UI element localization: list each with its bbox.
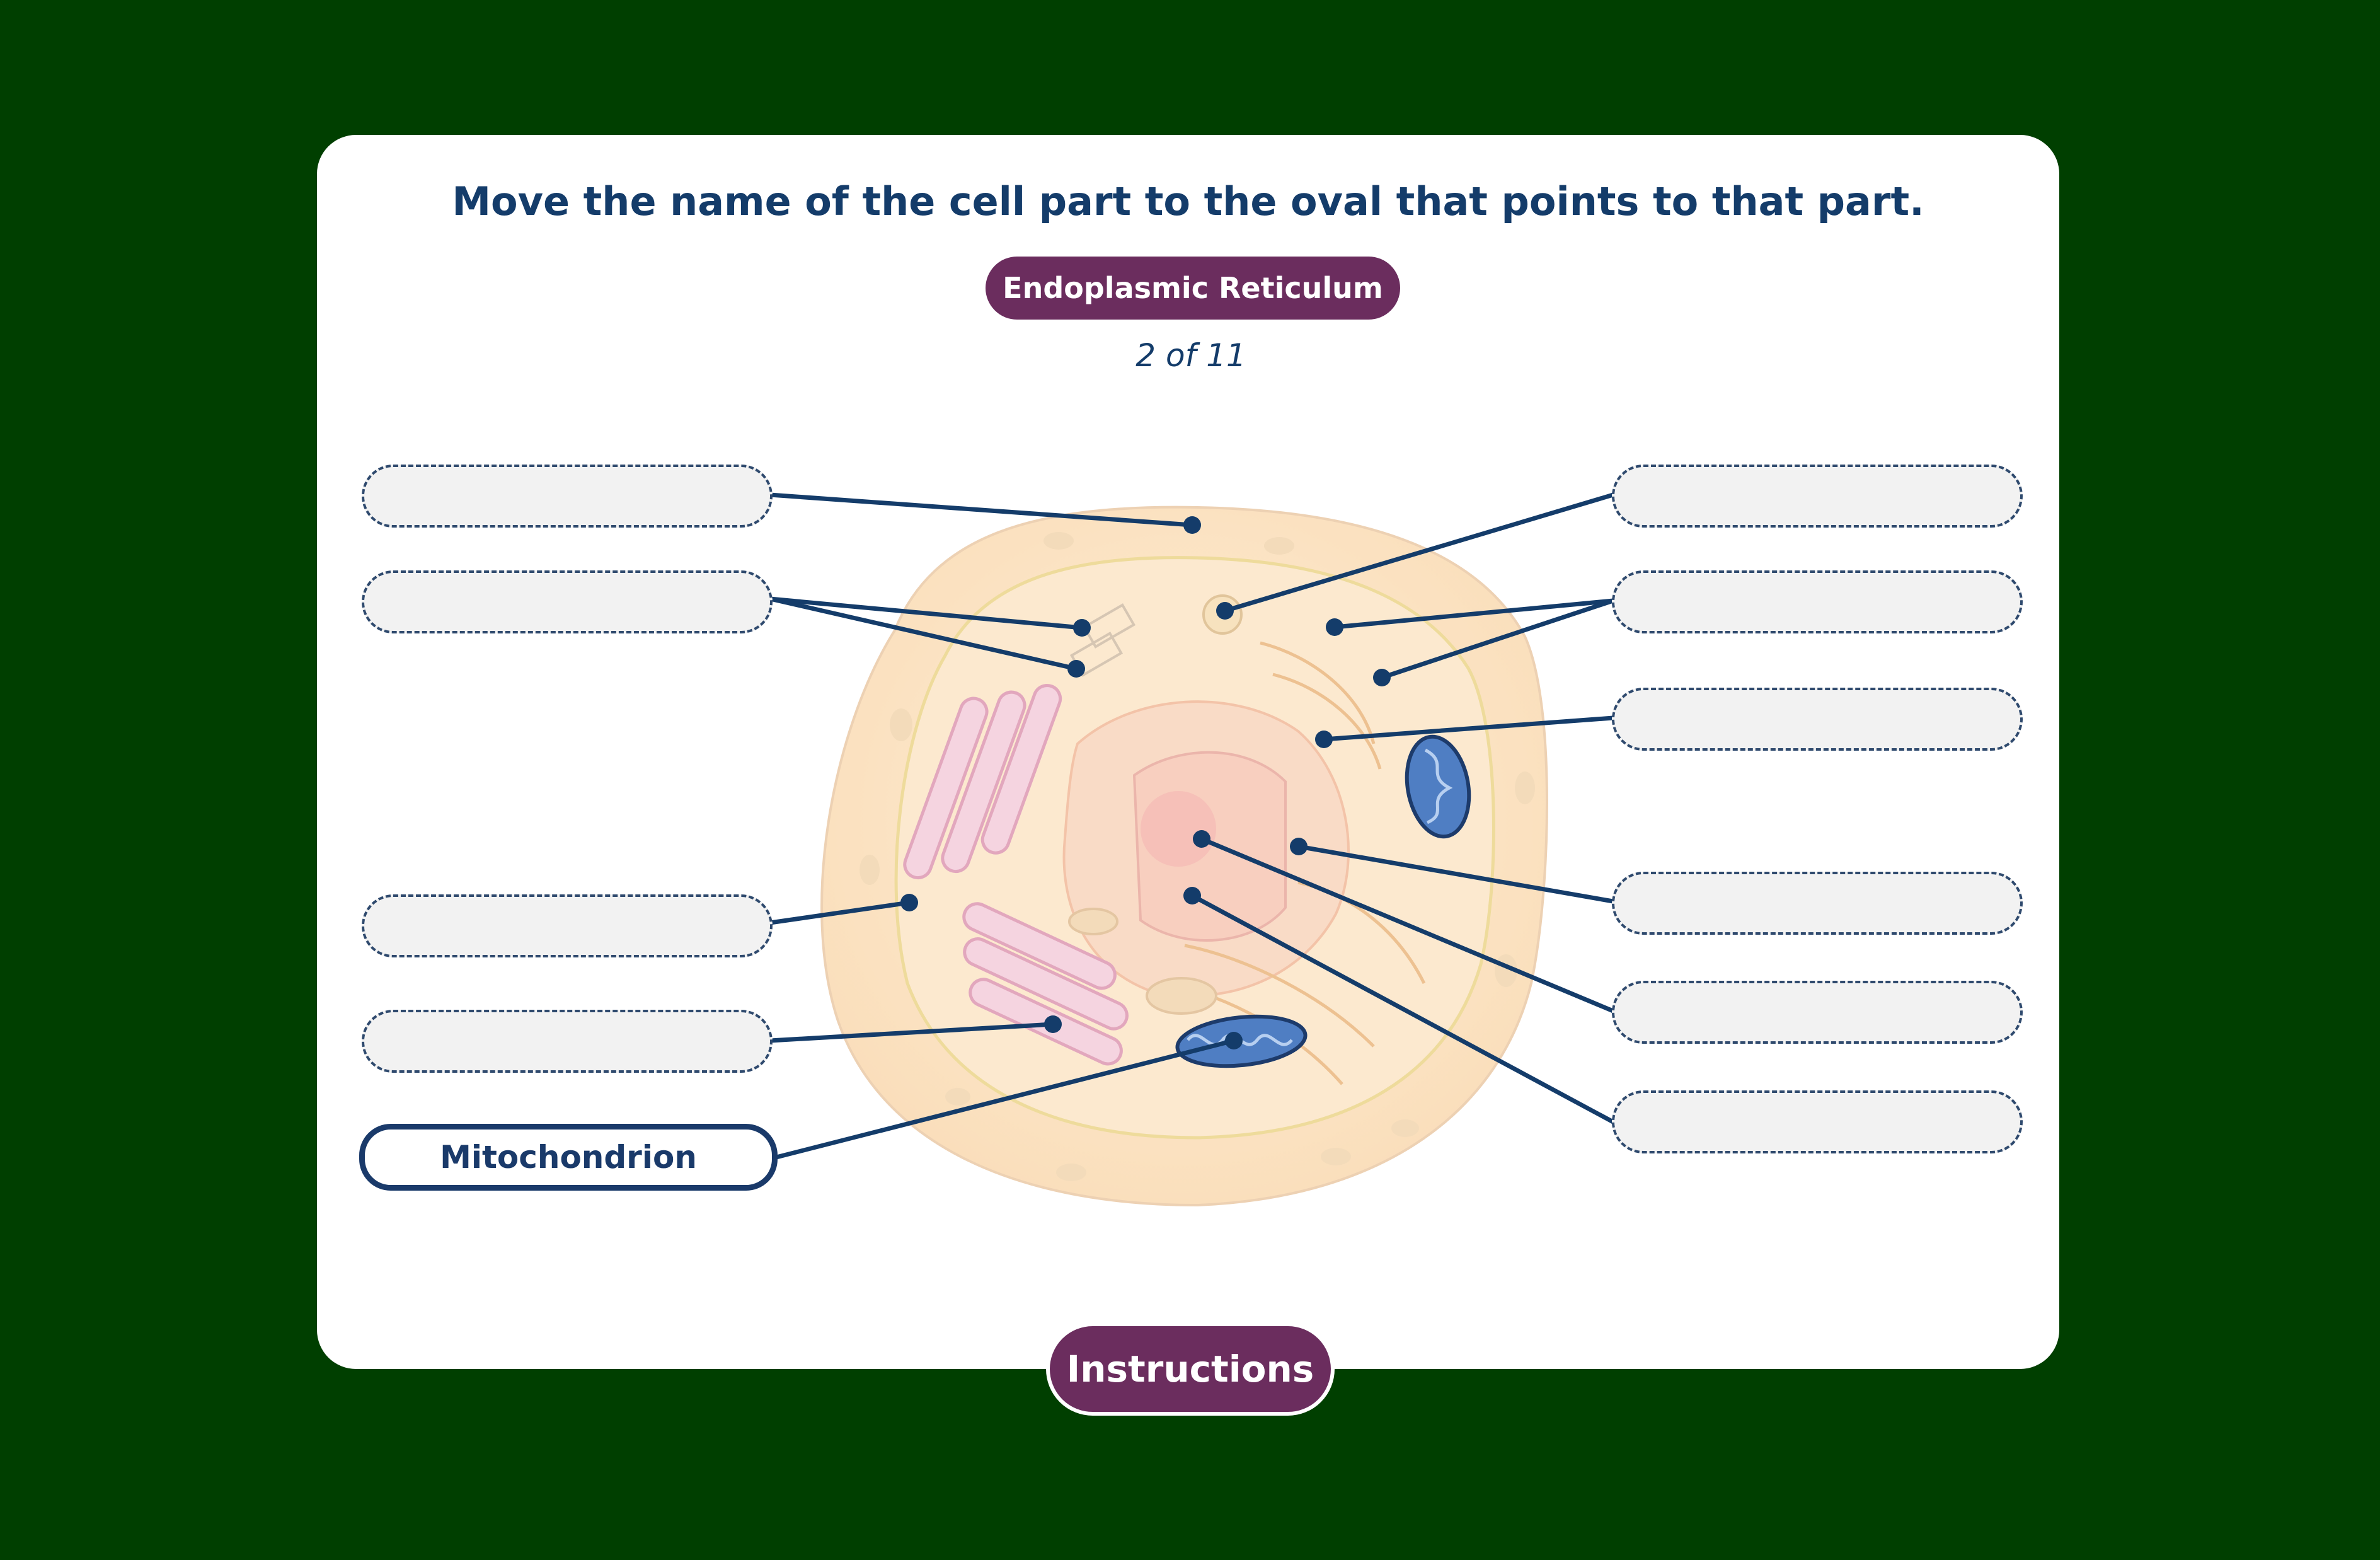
drop-zone-right-5[interactable] xyxy=(1612,981,2023,1044)
drop-zone-right-1[interactable] xyxy=(1612,465,2023,528)
drop-zone-left-3[interactable] xyxy=(362,894,773,957)
drop-zone-right-6[interactable] xyxy=(1612,1090,2023,1153)
drop-zone-right-2[interactable] xyxy=(1612,570,2023,633)
drop-zone-left-2[interactable] xyxy=(362,570,773,633)
progress-counter: 2 of 11 xyxy=(1135,337,1246,374)
draggable-label-endoplasmic-reticulum[interactable]: Endoplasmic Reticulum xyxy=(986,257,1400,320)
drop-zone-right-3[interactable] xyxy=(1612,688,2023,751)
drop-zone-left-1[interactable] xyxy=(362,465,773,528)
drop-zone-right-4[interactable] xyxy=(1612,872,2023,935)
activity-title: Move the name of the cell part to the ov… xyxy=(452,178,1924,224)
instructions-button[interactable]: Instructions xyxy=(1046,1322,1335,1416)
drop-zone-left-4[interactable] xyxy=(362,1010,773,1073)
drop-zone-left-5[interactable]: Mitochondrion xyxy=(359,1124,778,1191)
